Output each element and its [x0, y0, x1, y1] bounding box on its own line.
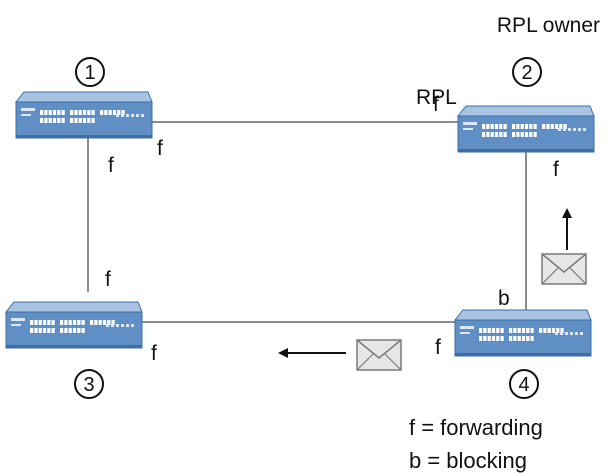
node-number-2: 2: [512, 57, 542, 87]
port-label-sw3-top: f: [105, 268, 111, 291]
switch-icon: [14, 91, 153, 139]
switch-2: [456, 105, 595, 153]
switch-icon: [453, 309, 592, 357]
switch-3: [4, 301, 143, 349]
links: [87, 121, 527, 323]
node-number-text: 2: [521, 62, 532, 84]
node-number-text: 4: [518, 374, 529, 396]
message-left: [278, 339, 402, 371]
port-label-sw2-left: f: [433, 93, 439, 116]
port-label-sw1-bottom: f: [108, 154, 114, 177]
envelope-icon: [356, 339, 402, 371]
circled-number-icon: [509, 369, 539, 399]
node-number-3: 3: [74, 369, 104, 399]
message-up: [541, 208, 587, 285]
node-number-text: 3: [83, 374, 94, 396]
legend-blocking: b = blocking: [409, 448, 527, 473]
switch-1: [14, 91, 153, 139]
circled-number-icon: [75, 57, 105, 87]
node-number-4: 4: [509, 369, 539, 399]
node-number-text: 1: [84, 62, 95, 84]
port-label-sw2-bottom: f: [553, 158, 559, 181]
envelope-icon: [541, 253, 587, 285]
port-label-sw1-right: f: [157, 137, 163, 160]
circled-number-icon: [74, 369, 104, 399]
switch-icon: [4, 301, 143, 349]
switch-4: [453, 309, 592, 357]
circled-number-icon: [512, 57, 542, 87]
node-number-1: 1: [75, 57, 105, 87]
legend-forwarding: f = forwarding: [409, 415, 543, 440]
port-label-sw3-right: f: [151, 342, 157, 365]
port-label-sw4-top: b: [498, 287, 510, 310]
switch-icon: [456, 105, 595, 153]
port-label-sw4-left: f: [435, 336, 441, 359]
rpl-owner-label: RPL owner: [497, 14, 600, 37]
rpl-label: RPL: [416, 86, 457, 109]
